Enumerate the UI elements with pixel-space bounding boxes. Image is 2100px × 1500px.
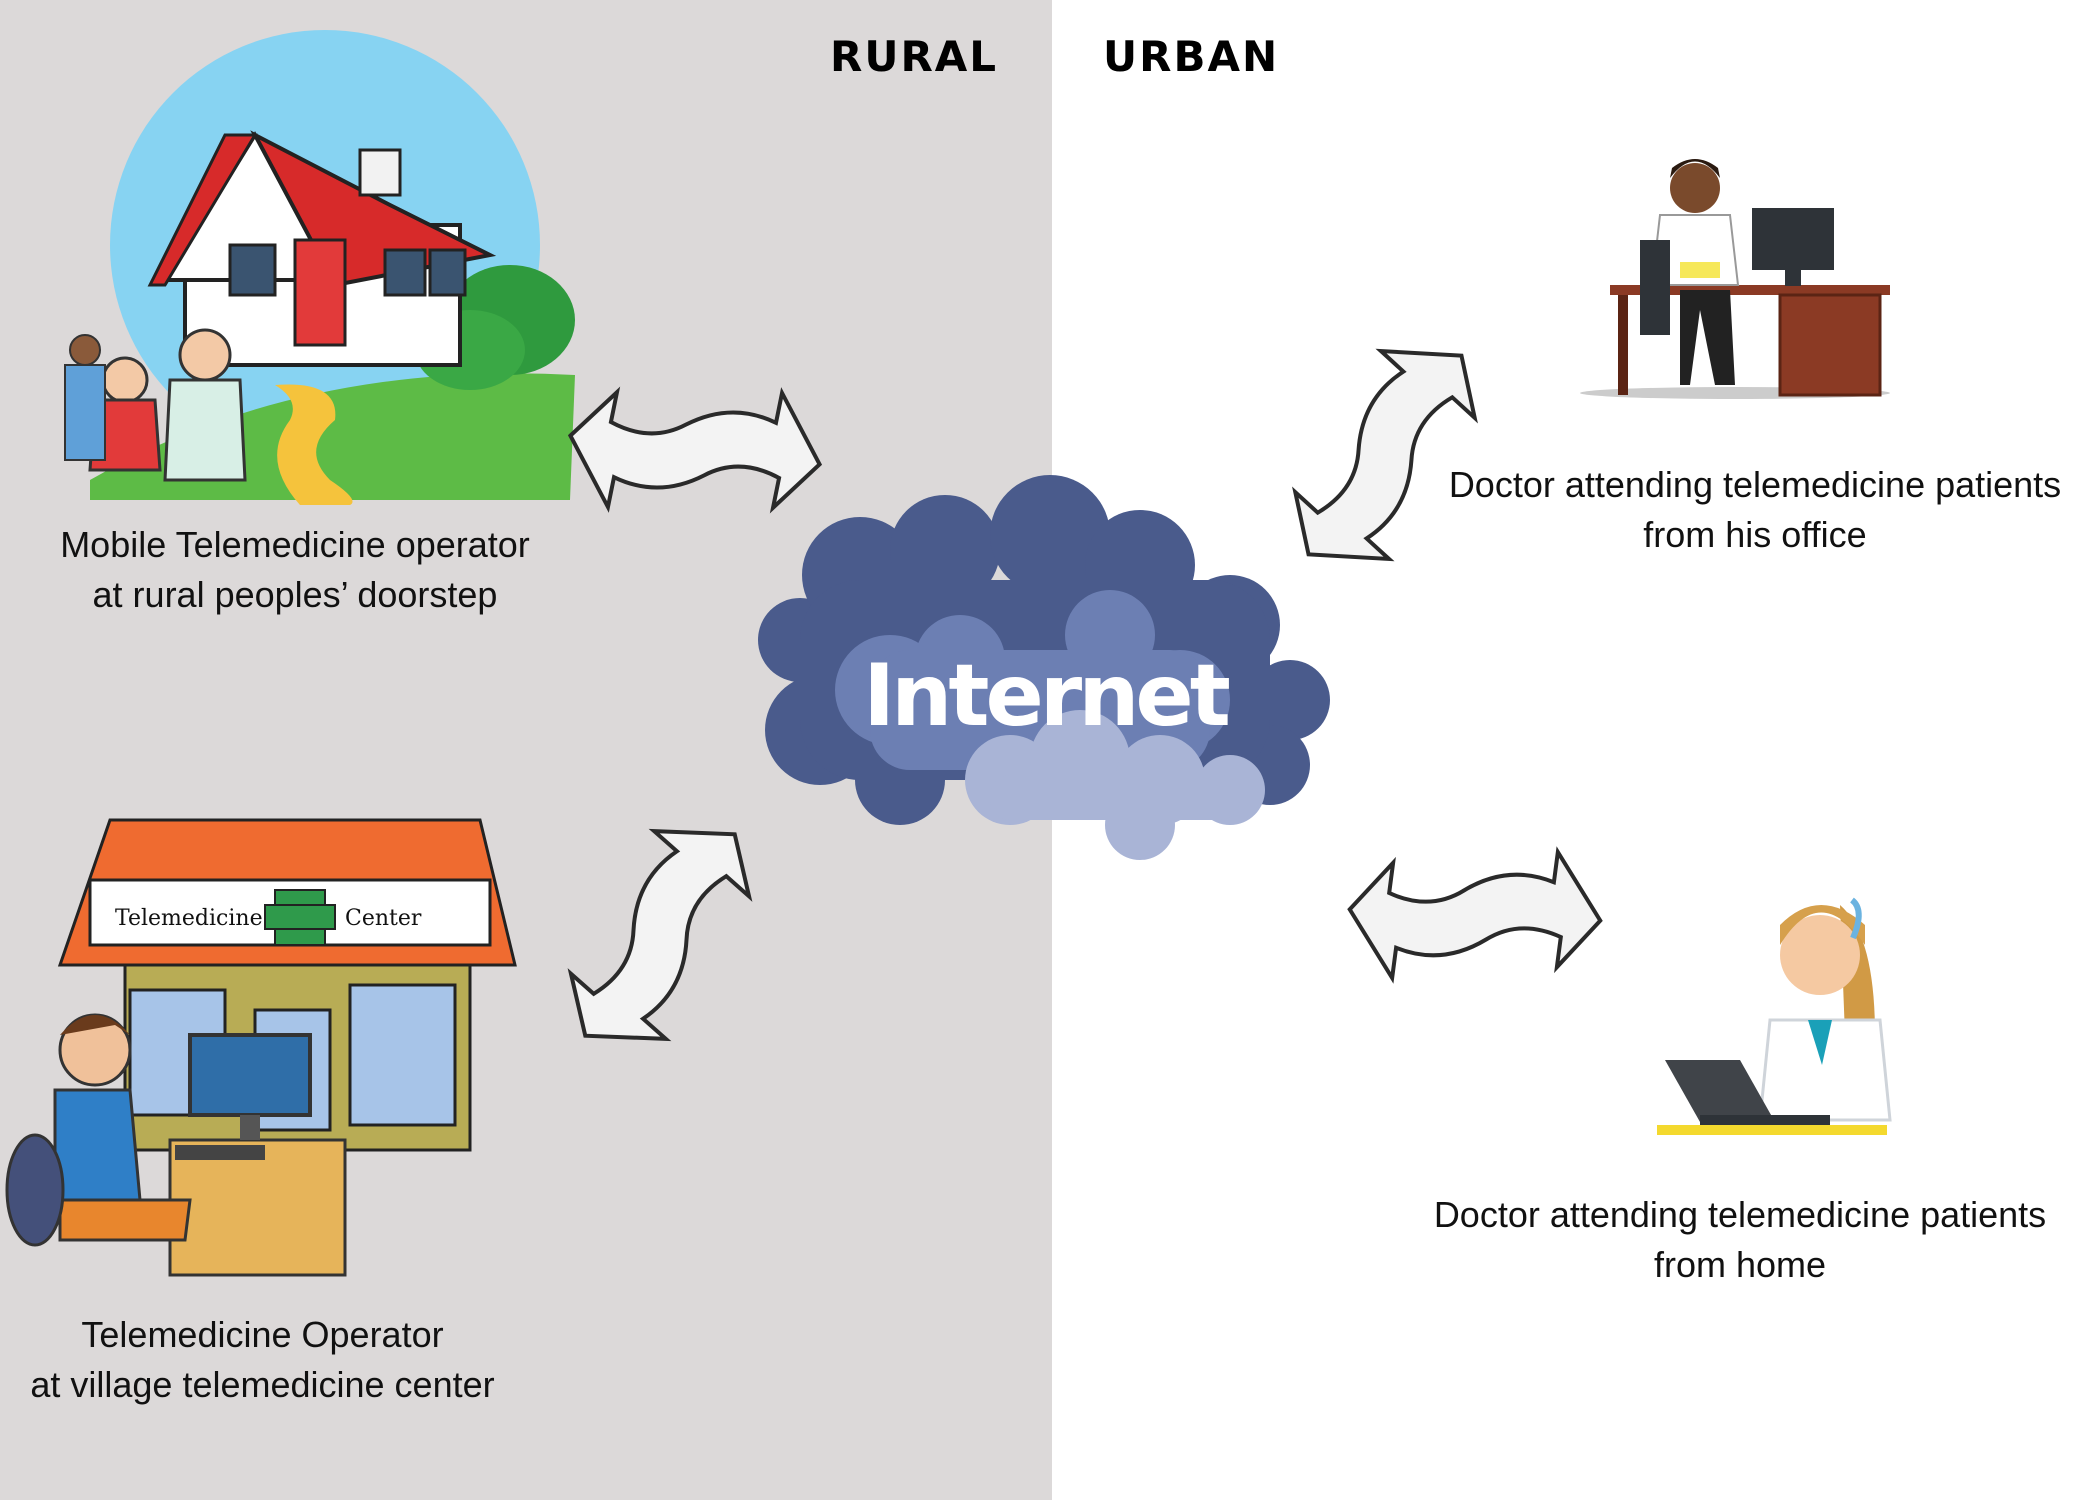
doctor-office-caption-line1: Doctor attending telemedicine patients bbox=[1448, 464, 2062, 505]
double-arrow-icon bbox=[568, 386, 822, 515]
store-sign-left: Telemedicine bbox=[115, 906, 263, 931]
doctor-desk-icon bbox=[1580, 159, 1890, 399]
doctor-home-caption-line1: Doctor attending telemedicine patients bbox=[1433, 1194, 2047, 1235]
mobile-operator-caption-line1: Mobile Telemedicine operator bbox=[60, 524, 530, 565]
store-sign-right: Center bbox=[345, 906, 422, 931]
double-arrow-icon bbox=[1348, 851, 1602, 980]
cloud-icon: Internet bbox=[758, 475, 1330, 860]
cloud-label: Internet bbox=[863, 646, 1230, 746]
nurse-icon bbox=[64, 328, 247, 482]
double-arrow-icon bbox=[540, 795, 780, 1075]
doctor-office-caption-line2: from his office bbox=[1643, 514, 1867, 555]
village-center-caption-line1: Telemedicine Operator bbox=[81, 1314, 444, 1355]
doctor-home-caption-line2: from home bbox=[1653, 1244, 1827, 1285]
urban-label: URBAN bbox=[1103, 32, 1280, 81]
house-icon bbox=[90, 30, 575, 505]
village-center-caption-line2: at village telemedicine center bbox=[30, 1364, 495, 1405]
doctor-home-caption: Doctor attending telemedicine patients f… bbox=[1400, 1190, 2080, 1290]
doctor-office-caption: Doctor attending telemedicine patients f… bbox=[1415, 460, 2095, 560]
mobile-operator-caption-line2: at rural peoples’ doorstep bbox=[92, 574, 498, 615]
mobile-operator-caption: Mobile Telemedicine operator at rural pe… bbox=[20, 520, 570, 620]
village-center-caption: Telemedicine Operator at village telemed… bbox=[0, 1310, 525, 1410]
rural-label: RURAL bbox=[830, 32, 999, 81]
computer-operator-icon bbox=[5, 1013, 347, 1277]
doctor-laptop-icon bbox=[1657, 897, 1892, 1135]
